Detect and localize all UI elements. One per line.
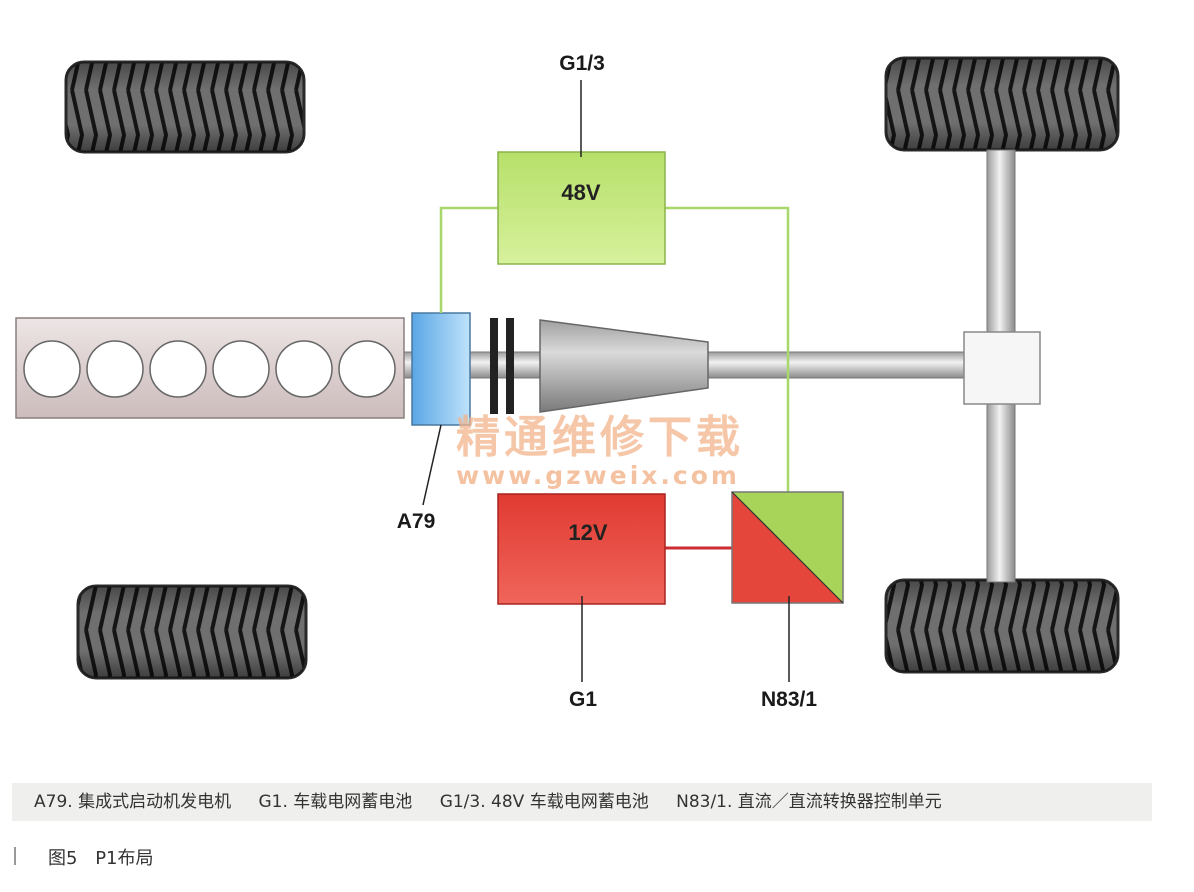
engine-cylinder (212, 340, 270, 398)
a79-starter-generator (411, 312, 471, 426)
figure-title: P1布局 (95, 848, 154, 869)
legend-item-a79: A79. 集成式启动机发电机 (34, 792, 232, 812)
watermark-url: www.gzweix.com (456, 461, 740, 490)
label-g1: G1 (569, 688, 597, 711)
engine-cylinder (149, 340, 207, 398)
label-n831: N83/1 (761, 688, 817, 711)
battery-12v (497, 493, 666, 605)
engine-cylinder (23, 340, 81, 398)
engine-cylinder (86, 340, 144, 398)
differential (963, 331, 1041, 405)
legend-item-g13: G1/3. 48V 车载电网蓄电池 (439, 792, 649, 812)
battery-12v-label: 12V (568, 520, 607, 545)
rear-axle-upper (986, 149, 1016, 333)
wheel-rear-right (884, 578, 1120, 674)
engine-block (15, 317, 405, 419)
battery-48v (497, 151, 666, 265)
wheel-rear-left (76, 584, 308, 680)
engine-cylinder (338, 340, 396, 398)
battery-48v-label: 48V (561, 180, 600, 205)
engine-cylinder (275, 340, 333, 398)
figure-caption: 图5 P1布局 (48, 844, 166, 870)
clutch-plates (490, 318, 514, 414)
figure-number: 图5 (48, 848, 78, 869)
label-a79: A79 (397, 510, 436, 533)
label-g13: G1/3 (559, 52, 605, 75)
transmission (539, 319, 709, 413)
wheel-front-right (884, 56, 1120, 152)
watermark-cn: 精通维修下载 (456, 412, 744, 463)
rear-axle-lower (986, 403, 1016, 583)
p1-layout-diagram: 48V 12V G1/3 A79 G1 N83/1 精通维修下载 www.gzw… (15, 52, 1120, 711)
legend: A79. 集成式启动机发电机 G1. 车载电网蓄电池 G1/3. 48V 车载电… (34, 783, 964, 821)
caption-marker (14, 847, 16, 865)
leader-a79 (422, 424, 442, 506)
legend-bar: A79. 集成式启动机发电机 G1. 车载电网蓄电池 G1/3. 48V 车载电… (12, 783, 1152, 821)
wire-48v-to-n83 (665, 206, 790, 492)
dcdc-converter (731, 491, 844, 604)
legend-item-g1: G1. 车载电网蓄电池 (258, 792, 413, 812)
wire-48v-to-a79 (439, 206, 498, 313)
wheel-front-left (64, 60, 306, 154)
legend-item-n831: N83/1. 直流／直流转换器控制单元 (676, 792, 942, 812)
